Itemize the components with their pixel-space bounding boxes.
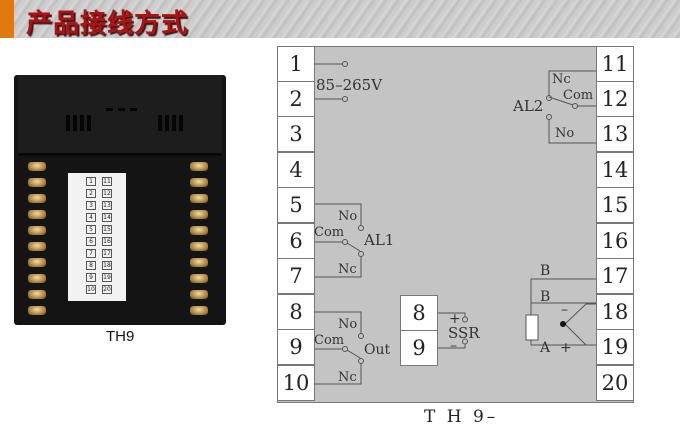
photo-caption: TH9 [106, 328, 135, 345]
svg-text:Com: Com [563, 88, 593, 103]
svg-text:Com: Com [314, 225, 344, 240]
terminal-7: 7 [277, 258, 315, 294]
diagram-caption: T H 9– [424, 407, 499, 427]
svg-text:+: + [560, 340, 572, 356]
device-photo: 1 2 3 4 5 6 7 8 9 10 11 12 13 14 15 16 1… [14, 75, 226, 325]
terminal-17: 17 [596, 258, 634, 294]
svg-text:Nc: Nc [552, 72, 571, 87]
terminal-1: 1 [277, 46, 315, 82]
terminal-9: 9 [277, 329, 315, 365]
svg-text:SSR: SSR [448, 324, 480, 342]
section-header: 产品接线方式 [0, 0, 680, 39]
section-title: 产品接线方式 [26, 9, 189, 39]
svg-text:AL2: AL2 [512, 97, 543, 115]
svg-text:Nc: Nc [338, 370, 357, 385]
terminal-14: 14 [596, 152, 634, 188]
svg-text:–: – [450, 338, 457, 354]
svg-text:No: No [338, 209, 357, 224]
svg-text:Out: Out [364, 342, 390, 358]
terminal-8: 8 [277, 294, 315, 330]
wiring-label-card: 1 2 3 4 5 6 7 8 9 10 11 12 13 14 15 16 1… [68, 173, 126, 301]
svg-text:A: A [539, 340, 551, 356]
terminal-13: 13 [596, 116, 634, 152]
svg-text:Com: Com [314, 333, 344, 348]
terminal-15: 15 [596, 187, 634, 223]
terminal-20: 20 [596, 365, 634, 401]
terminal-10: 10 [277, 365, 315, 401]
svg-text:–: – [561, 302, 568, 318]
terminal-5: 5 [277, 187, 315, 223]
svg-text:B: B [540, 263, 550, 279]
svg-text:Nc: Nc [338, 262, 357, 277]
svg-text:No: No [338, 317, 357, 332]
terminal-3: 3 [277, 116, 315, 152]
svg-text:+: + [449, 311, 461, 327]
terminal-6: 6 [277, 223, 315, 259]
terminal-4: 4 [277, 152, 315, 188]
svg-text:No: No [555, 126, 574, 141]
device-top-housing [18, 75, 222, 156]
terminal-11: 11 [596, 46, 634, 82]
power-label: 85–265V [316, 76, 383, 94]
svg-text:AL1: AL1 [363, 231, 394, 249]
svg-text:B: B [540, 289, 550, 305]
ssr-terminal-9: 9 [400, 330, 438, 366]
header-accent-bar [0, 0, 14, 38]
wiring-lines: 85–265V No Com AL1 Nc No Com Out Nc + SS… [314, 61, 596, 385]
wiring-diagram: 1 2 3 4 5 6 7 8 9 10 11 12 13 14 15 16 1… [277, 46, 634, 403]
ssr-terminal-8: 8 [400, 295, 438, 331]
terminal-19: 19 [596, 329, 634, 365]
